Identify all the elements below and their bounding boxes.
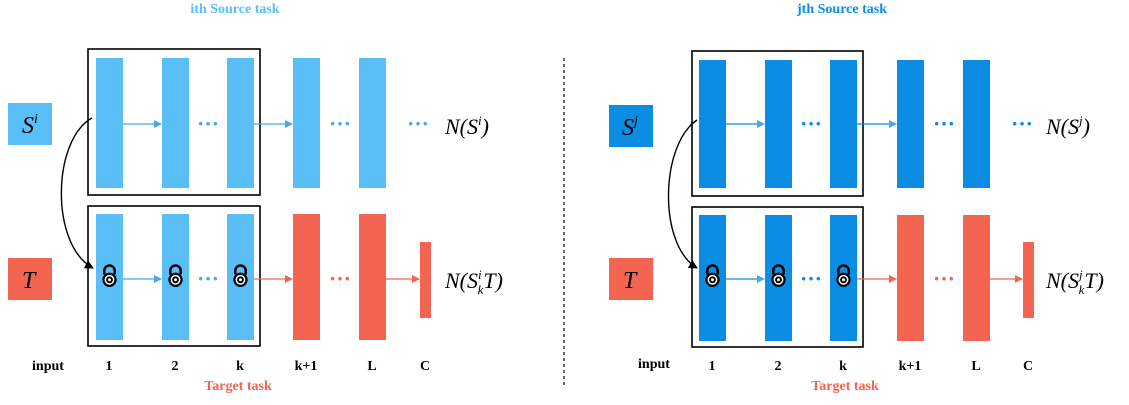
layer-label: k	[839, 359, 847, 374]
transfer-arrow	[667, 119, 698, 269]
source-layer-bar	[765, 60, 792, 188]
source-layer-bar	[96, 58, 123, 188]
source-dots: ···	[197, 111, 219, 136]
target-layer-bar	[293, 214, 320, 340]
target-input-box	[609, 258, 653, 300]
source-dots: ···	[1011, 111, 1033, 136]
panel-title: jth Source task	[796, 2, 887, 17]
target-layer-bar	[897, 215, 924, 341]
target-dots: ···	[197, 266, 219, 291]
source-layer-bar	[830, 60, 857, 188]
panel-jth-source: jth Source task Sj T ··· ··· ··· N(Sj)	[609, 2, 1104, 394]
layer-label: k+1	[295, 359, 318, 374]
layer-label: L	[367, 359, 376, 374]
layer-label: 1	[106, 359, 113, 374]
layer-label: input	[32, 359, 64, 374]
source-symbol: Si	[22, 112, 38, 139]
source-input-box	[609, 105, 653, 147]
target-dots: ···	[933, 266, 955, 291]
target-dots: ···	[329, 266, 351, 291]
layer-label: 2	[775, 359, 782, 374]
target-symbol: T	[22, 268, 37, 294]
source-layer-bar	[359, 58, 386, 188]
target-layer-bar	[963, 215, 990, 341]
target-layer-bar	[359, 214, 386, 340]
layer-label: C	[1023, 359, 1033, 374]
source-dots: ···	[800, 111, 822, 136]
source-dots: ···	[933, 111, 955, 136]
target-frozen-frame	[87, 205, 261, 347]
panel-ith-source: ith Source task Si T ··· ··· ·	[8, 2, 503, 394]
layer-label: C	[420, 359, 430, 374]
layer-label: input	[638, 357, 670, 372]
source-output: N(Si)	[444, 113, 489, 139]
source-input-box	[8, 103, 52, 145]
source-layer-bar	[963, 60, 990, 188]
source-layer-bar	[897, 60, 924, 188]
target-frozen-frame	[691, 206, 864, 348]
source-dots: ···	[407, 111, 429, 136]
transfer-arrow	[60, 117, 94, 269]
source-frame	[87, 48, 261, 196]
layer-label: k	[236, 359, 244, 374]
layer-label: L	[971, 359, 980, 374]
source-layer-bar	[227, 58, 254, 188]
target-task-label: Target task	[811, 379, 879, 394]
layer-label: 1	[709, 359, 716, 374]
classifier-layer-bar	[1023, 242, 1034, 318]
layer-label: k+1	[899, 359, 922, 374]
target-task-label: Target task	[204, 379, 272, 394]
panel-title: ith Source task	[190, 2, 279, 17]
source-dots: ···	[329, 111, 351, 136]
source-symbol: Sj	[622, 114, 638, 141]
source-layer-bar	[293, 58, 320, 188]
source-output: N(Sj)	[1045, 113, 1090, 139]
target-input-box	[8, 258, 52, 300]
layer-label: 2	[172, 359, 179, 374]
source-layer-bar	[699, 60, 726, 188]
source-layer-bar	[162, 58, 189, 188]
classifier-layer-bar	[420, 242, 431, 318]
target-dots: ···	[800, 266, 822, 291]
target-symbol: T	[623, 268, 638, 294]
